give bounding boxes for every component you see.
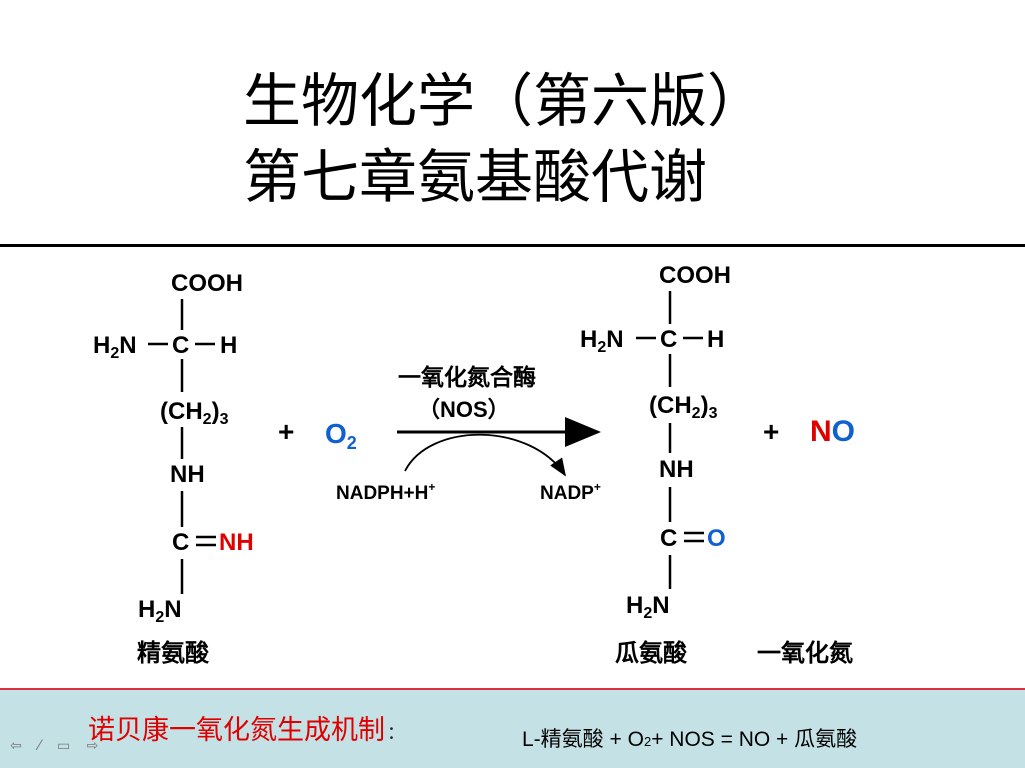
title-divider (0, 244, 1025, 247)
equation-part-1: L-精氨酸 + O (522, 728, 644, 751)
cofactor-nadp: NADP+ (540, 480, 601, 504)
cofactor-nadph: NADPH+H+ (336, 480, 435, 504)
arginine-h2n-top: H2N (93, 332, 137, 362)
arginine-c-center: C (172, 332, 189, 359)
citrulline-name: 瓜氨酸 (615, 640, 688, 667)
chapter-title: 第七章氨基酸代谢 (243, 143, 708, 211)
footer-caption: 诺贝康一氧化氮生成机制： (88, 708, 405, 747)
citrulline-h2n-top: H2N (580, 326, 624, 356)
cofactor-curved-arrow (404, 433, 566, 477)
arginine-cooh: COOH (171, 270, 243, 297)
enzyme-abbreviation: （NOS） (418, 397, 510, 422)
arginine-structure: COOH H2N C H (CH2)3 NH C NH H2N 精氨酸 (93, 270, 254, 667)
arginine-nh: NH (170, 461, 205, 488)
enzyme-name: 一氧化氮合酶 (398, 364, 536, 390)
citrulline-h2n-bottom: H2N (626, 592, 670, 622)
reaction-diagram: COOH H2N C H (CH2)3 NH C NH H2N 精氨酸 + O2… (93, 262, 855, 667)
citrulline-c-double: C (660, 525, 677, 552)
citrulline-nh: NH (659, 456, 694, 483)
plus-sign-1: + (278, 416, 294, 447)
arginine-name: 精氨酸 (137, 640, 210, 667)
page-title: 生物化学（第六版） (243, 67, 766, 135)
nitric-oxide: NO (810, 415, 855, 448)
citrulline-cooh: COOH (659, 262, 731, 289)
equation-part-2: + NOS = NO + 瓜氨酸 (651, 728, 858, 751)
footer-colon: ： (387, 723, 405, 744)
footer-equation: L-精氨酸 + O2+ NOS = NO + 瓜氨酸 (522, 723, 857, 753)
citrulline-ch2: (CH2)3 (649, 392, 718, 422)
plus-sign-2: + (763, 416, 779, 447)
citrulline-o-blue: O (707, 525, 726, 552)
arginine-h2n-bottom: H2N (138, 596, 182, 626)
slide-nav-controls[interactable]: ⇦ ⁄ ▭ ⇨ (10, 738, 105, 754)
nitric-oxide-name: 一氧化氮 (757, 639, 853, 667)
arginine-h-right: H (220, 332, 237, 359)
footer-banner: 诺贝康一氧化氮生成机制： L-精氨酸 + O2+ NOS = NO + 瓜氨酸 … (0, 688, 1025, 768)
citrulline-c-center: C (660, 326, 677, 353)
arginine-ch2: (CH2)3 (160, 398, 229, 428)
arginine-nh-red: NH (219, 529, 254, 556)
footer-caption-text: 诺贝康一氧化氮生成机制 (88, 715, 385, 746)
arginine-c-double: C (172, 529, 189, 556)
citrulline-h-right: H (707, 326, 724, 353)
title-area: 生物化学（第六版） 第七章氨基酸代谢 (0, 0, 1025, 244)
oxygen-molecule: O2 (325, 418, 357, 453)
citrulline-structure: COOH H2N C H (CH2)3 NH C O H2N 瓜氨酸 (580, 262, 731, 667)
equation-subscript: 2 (643, 734, 652, 749)
